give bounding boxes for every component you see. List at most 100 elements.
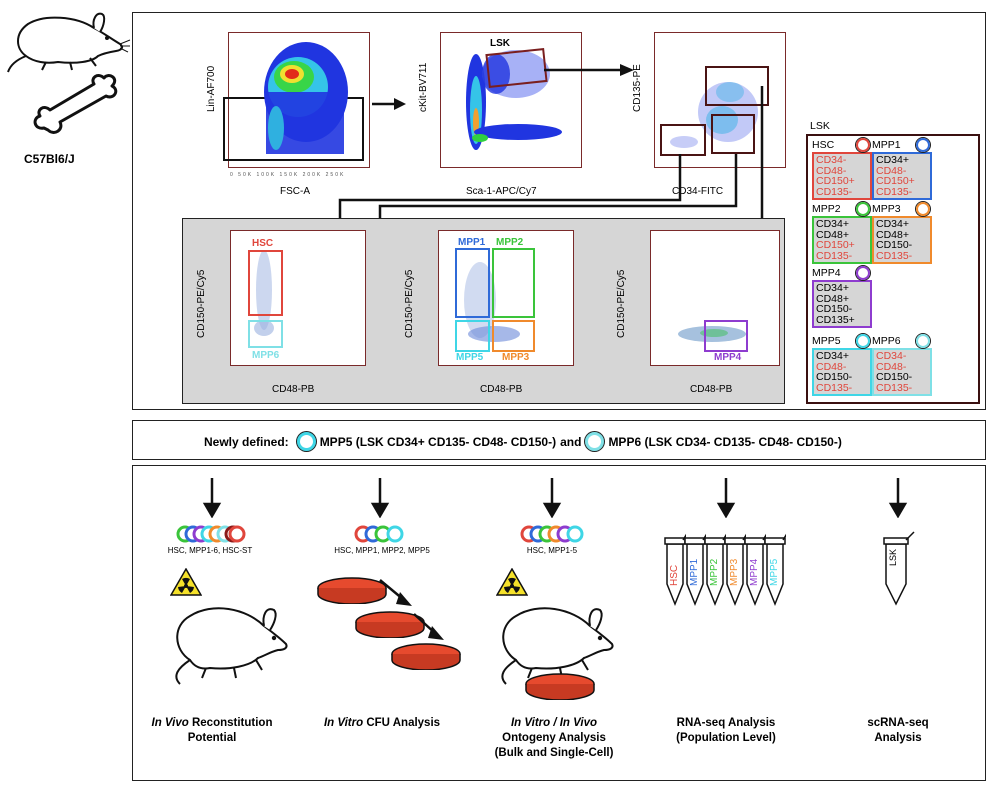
definition-mpp5: MPP5 (LSK CD34+ CD135- CD48- CD150-) (319, 434, 557, 449)
marker-negative: CD34- (816, 154, 847, 166)
label-scrnaseq-line2: Analysis (874, 732, 922, 744)
cell-ring-icon (916, 138, 930, 152)
p6-xlabel: CD48-PB (690, 384, 733, 395)
p3-xlabel: CD34-FITC (672, 186, 724, 197)
arrow-2 (544, 64, 634, 76)
label-invivo-italic: In Vivo (151, 717, 189, 729)
gate-mpp4-label: MPP4 (714, 352, 742, 363)
definition-and: and (560, 434, 582, 449)
gate-mpp1 (455, 248, 490, 318)
label-invitro-rest: CFU Analysis (363, 717, 441, 729)
label-rnaseq: RNA-seq Analysis (Population Level) (646, 716, 806, 746)
label-invivo: In Vivo Reconstitution Potential (132, 716, 292, 746)
petri-dish-icon (317, 577, 387, 604)
tube-label: MPP2 (709, 558, 720, 586)
plot-mpp1-5 (438, 230, 574, 366)
marker-positive: CD48+ (876, 228, 909, 241)
legend-cell-label: MPP2 (812, 203, 841, 215)
label-invitro-italic: In Vitro (323, 717, 364, 729)
marker-positive: CD34+ (876, 218, 909, 230)
tube-icon (684, 531, 709, 607)
cell-ring-icon (856, 266, 870, 280)
marker-negative: CD150+ (816, 175, 855, 187)
marker-positive: CD48+ (816, 228, 849, 241)
p4-xlabel: CD48-PB (272, 384, 315, 395)
p1-xlabel: FSC-A (280, 186, 310, 197)
tube-label: MPP4 (749, 558, 760, 586)
label-ontogeny-italic: In Vitro / In Vivo (510, 717, 598, 729)
legend-cell-name: MPP1 (872, 138, 932, 152)
label-invivo-rest: Reconstitution (188, 717, 273, 729)
legend-cell-name: MPP5 (812, 334, 872, 348)
gate-mpp2-label: MPP2 (496, 237, 524, 248)
tube-mpp3: MPP3 (724, 528, 749, 608)
definition-prefix: Newly defined: (204, 434, 289, 449)
tube-label: MPP3 (729, 558, 740, 586)
sc-tube-label: LSK (888, 548, 898, 566)
routing-arrows (334, 86, 768, 228)
tube-mpp5: MPP5 (764, 528, 789, 608)
label-invitro: In Vitro CFU Analysis (302, 716, 462, 731)
population-legend (806, 134, 980, 404)
label-ontogeny-line3: (Bulk and Single-Cell) (494, 747, 614, 759)
plot-hsc-mpp6 (230, 230, 366, 366)
legend-cell-name: MPP6 (872, 334, 932, 348)
radiation-icon (496, 568, 528, 596)
legend-title: LSK (810, 120, 830, 132)
legend-cell-label: MPP1 (872, 139, 901, 151)
cell-ring-icon (916, 334, 930, 348)
density-plot1 (264, 42, 348, 154)
marker-list: CD34-CD48-CD150-CD135- (872, 348, 932, 396)
tube-mpp1: MPP1 (684, 528, 709, 608)
tube-mpp2: MPP2 (704, 528, 729, 608)
marker-negative: CD135- (816, 185, 853, 198)
gate-mpp3-label: MPP3 (502, 352, 530, 363)
cells-invivo: HSC, MPP1-6, HSC-ST (167, 546, 253, 555)
legend-cell-label: MPP4 (812, 267, 841, 279)
legend-cell-label: MPP5 (812, 335, 841, 347)
legend-cell-name: MPP4 (812, 266, 872, 280)
cell-ring-icon (856, 334, 870, 348)
marker-list: CD34-CD48-CD150+CD135- (812, 152, 872, 200)
marker-negative: CD150+ (816, 239, 855, 251)
marker-negative: CD150+ (876, 175, 915, 187)
mouse-icon (7, 12, 131, 73)
legend-cell-label: MPP3 (872, 203, 901, 215)
marker-positive: CD34+ (876, 154, 909, 166)
label-ontogeny: In Vitro / In Vivo Ontogeny Analysis (Bu… (474, 716, 634, 761)
definition-text: Newly defined: MPP5 (LSK CD34+ CD135- CD… (204, 432, 842, 451)
legend-cell-name: MPP3 (872, 202, 932, 216)
marker-list: CD34+CD48+CD150-CD135+ (812, 280, 872, 328)
p2-xlabel: Sca-1-APC/Cy7 (466, 186, 537, 197)
gate-hsc (248, 250, 283, 316)
marker-positive: CD34+ (816, 350, 849, 362)
label-scrnaseq: scRNA-seq Analysis (818, 716, 978, 746)
tube-icon (664, 531, 689, 607)
cells-invitro: HSC, MPP1, MPP2, MPP5 (334, 546, 430, 555)
label-scrnaseq-line1: scRNA-seq (867, 717, 929, 729)
density-plot4 (254, 250, 274, 336)
bone-icon (33, 74, 118, 134)
marker-positive: CD34+ (816, 218, 849, 230)
tube-mpp4: MPP4 (744, 528, 769, 608)
tube-label: MPP1 (689, 558, 700, 586)
marker-negative: CD135- (816, 381, 853, 394)
mouse-icon (175, 607, 288, 685)
cells-ontogeny: HSC, MPP1-5 (526, 546, 578, 555)
cell-ring-icon (856, 202, 870, 216)
strain-label: C57Bl6/J (24, 152, 75, 166)
gate-cd135-pos (705, 66, 769, 106)
arrow-1 (372, 98, 406, 110)
marker-positive: CD48+ (816, 292, 849, 305)
density-plot2 (466, 50, 562, 150)
tube-icon (764, 531, 789, 607)
gate-mpp1-label: MPP1 (458, 237, 486, 248)
marker-negative: CD48- (876, 360, 907, 373)
gate-mpp6-label: MPP6 (252, 350, 280, 361)
marker-negative: CD48- (816, 164, 847, 177)
